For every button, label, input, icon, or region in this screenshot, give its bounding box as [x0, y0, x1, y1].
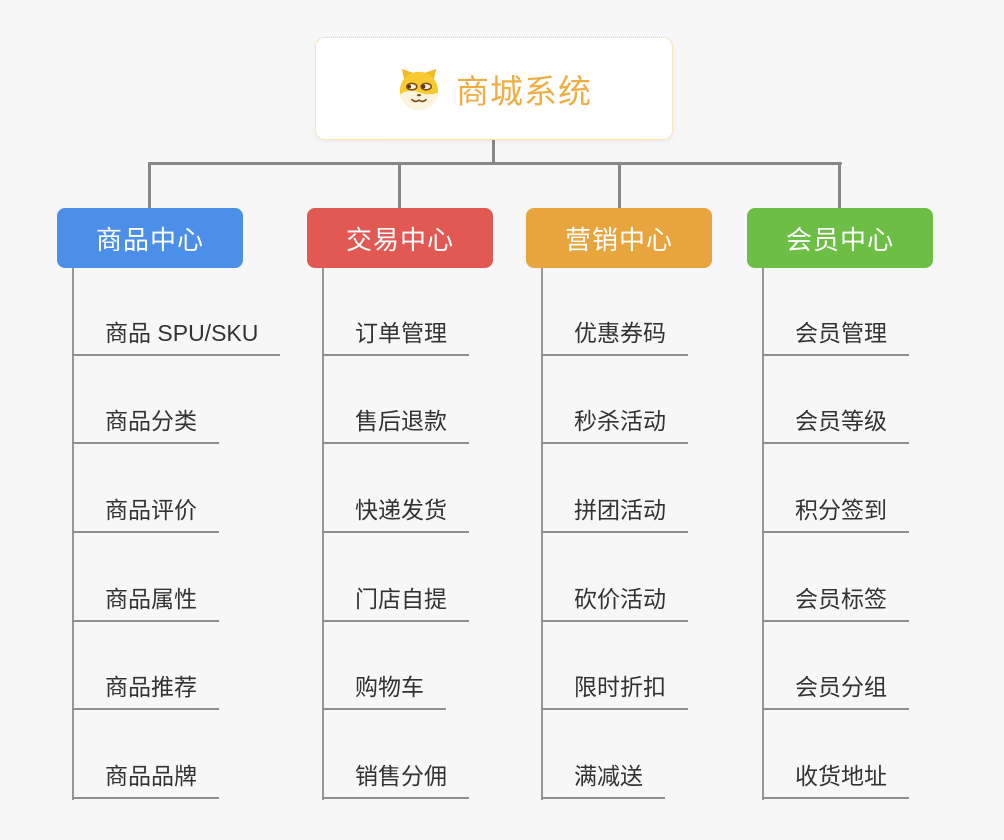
root-node[interactable]: 商城系统 — [315, 37, 673, 140]
tree-node[interactable]: 订单管理 — [322, 317, 469, 356]
tree-node[interactable]: 会员分组 — [762, 671, 909, 710]
doge-icon — [396, 66, 442, 112]
branch-product: 商品中心 商品 SPU/SKU 商品分类 商品评价 商品属性 商品推荐 商品品牌 — [57, 0, 297, 840]
branch-spine — [72, 268, 74, 800]
branch-box-product[interactable]: 商品中心 — [57, 208, 243, 268]
tree-node[interactable]: 满减送 — [541, 760, 665, 799]
tree-node[interactable]: 售后退款 — [322, 405, 469, 444]
connector-drop-marketing — [618, 162, 621, 210]
tree-node[interactable]: 商品推荐 — [72, 671, 219, 710]
tree-node[interactable]: 秒杀活动 — [541, 405, 688, 444]
branch-spine — [541, 268, 543, 800]
connector-horizontal-bar — [148, 162, 842, 165]
tree-node[interactable]: 砍价活动 — [541, 583, 688, 622]
tree-node[interactable]: 商品属性 — [72, 583, 219, 622]
connector-root-trunk — [492, 140, 495, 164]
tree-node[interactable]: 商品评价 — [72, 494, 219, 533]
tree-node[interactable]: 门店自提 — [322, 583, 469, 622]
branch-spine — [322, 268, 324, 800]
connector-drop-product — [148, 162, 151, 210]
branch-member: 会员中心 会员管理 会员等级 积分签到 会员标签 会员分组 收货地址 — [747, 0, 987, 840]
tree-node[interactable]: 销售分佣 — [322, 760, 469, 799]
tree-node[interactable]: 商品 SPU/SKU — [72, 317, 281, 356]
tree-node[interactable]: 优惠券码 — [541, 317, 688, 356]
tree-node[interactable]: 收货地址 — [762, 760, 909, 799]
branch-marketing: 营销中心 优惠券码 秒杀活动 拼团活动 砍价活动 限时折扣 满减送 — [526, 0, 766, 840]
connector-drop-trade — [398, 162, 401, 210]
tree-node[interactable]: 快递发货 — [322, 494, 469, 533]
branch-box-marketing[interactable]: 营销中心 — [526, 208, 712, 268]
connector-drop-member — [838, 162, 841, 210]
tree-node[interactable]: 购物车 — [322, 671, 446, 710]
tree-node[interactable]: 拼团活动 — [541, 494, 688, 533]
tree-node[interactable]: 商品分类 — [72, 405, 219, 444]
root-title: 商城系统 — [456, 72, 592, 110]
tree-node[interactable]: 商品品牌 — [72, 760, 219, 799]
branch-trade: 交易中心 订单管理 售后退款 快递发货 门店自提 购物车 销售分佣 — [307, 0, 547, 840]
tree-node[interactable]: 会员管理 — [762, 317, 909, 356]
tree-node[interactable]: 会员等级 — [762, 405, 909, 444]
tree-node[interactable]: 会员标签 — [762, 583, 909, 622]
branch-box-member[interactable]: 会员中心 — [747, 208, 933, 268]
branch-spine — [762, 268, 764, 800]
tree-node[interactable]: 限时折扣 — [541, 671, 688, 710]
branch-box-trade[interactable]: 交易中心 — [307, 208, 493, 268]
tree-node[interactable]: 积分签到 — [762, 494, 909, 533]
